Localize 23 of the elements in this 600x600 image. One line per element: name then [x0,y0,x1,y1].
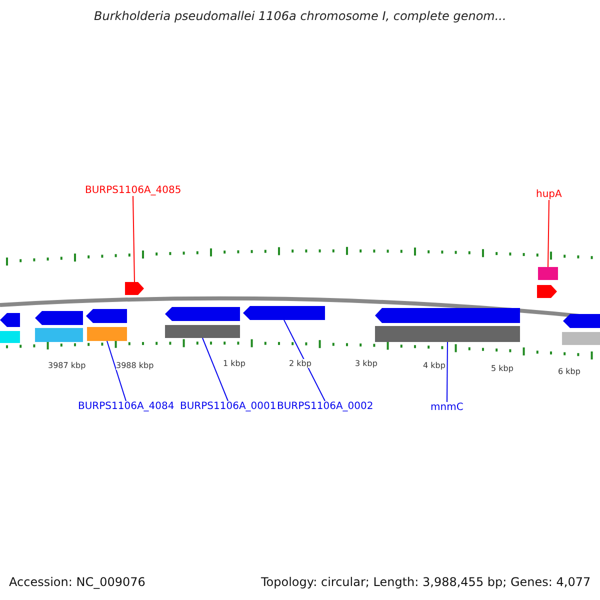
gene-label: BURPS1106A_0001 [180,401,276,412]
scale-label: 2 kbp [289,359,312,368]
leader-line [202,338,228,402]
leader-line [132,196,135,282]
genome-title: Burkholderia pseudomallei 1106a chromosome I, complete genom... [94,9,506,23]
gene-label: BURPS1106A_4085 [85,185,182,196]
leader-line [284,320,326,402]
leader-line [106,340,126,402]
scale-label: 1 kbp [223,359,246,368]
accession-text: Accession: NC_009076 [9,575,146,589]
leader-line [548,200,550,268]
scale-label: 6 kbp [558,367,580,376]
scale-label: 5 kbp [491,364,514,373]
genome-summary: Topology: circular; Length: 3,988,455 bp; Genes: 4,077 [261,575,591,589]
scale-label: 4 kbp [423,361,446,370]
gene-label: hupA [536,189,562,200]
gene-label: mnmC [430,402,464,413]
gene-label: BURPS1106A_0002 [277,401,374,412]
scale-label: 3 kbp [355,359,378,368]
scale-label: 3988 kbp [116,361,154,370]
gene-label: BURPS1106A_4084 [78,401,174,412]
scale-label: 3987 kbp [48,361,86,370]
leader-line [446,342,448,402]
